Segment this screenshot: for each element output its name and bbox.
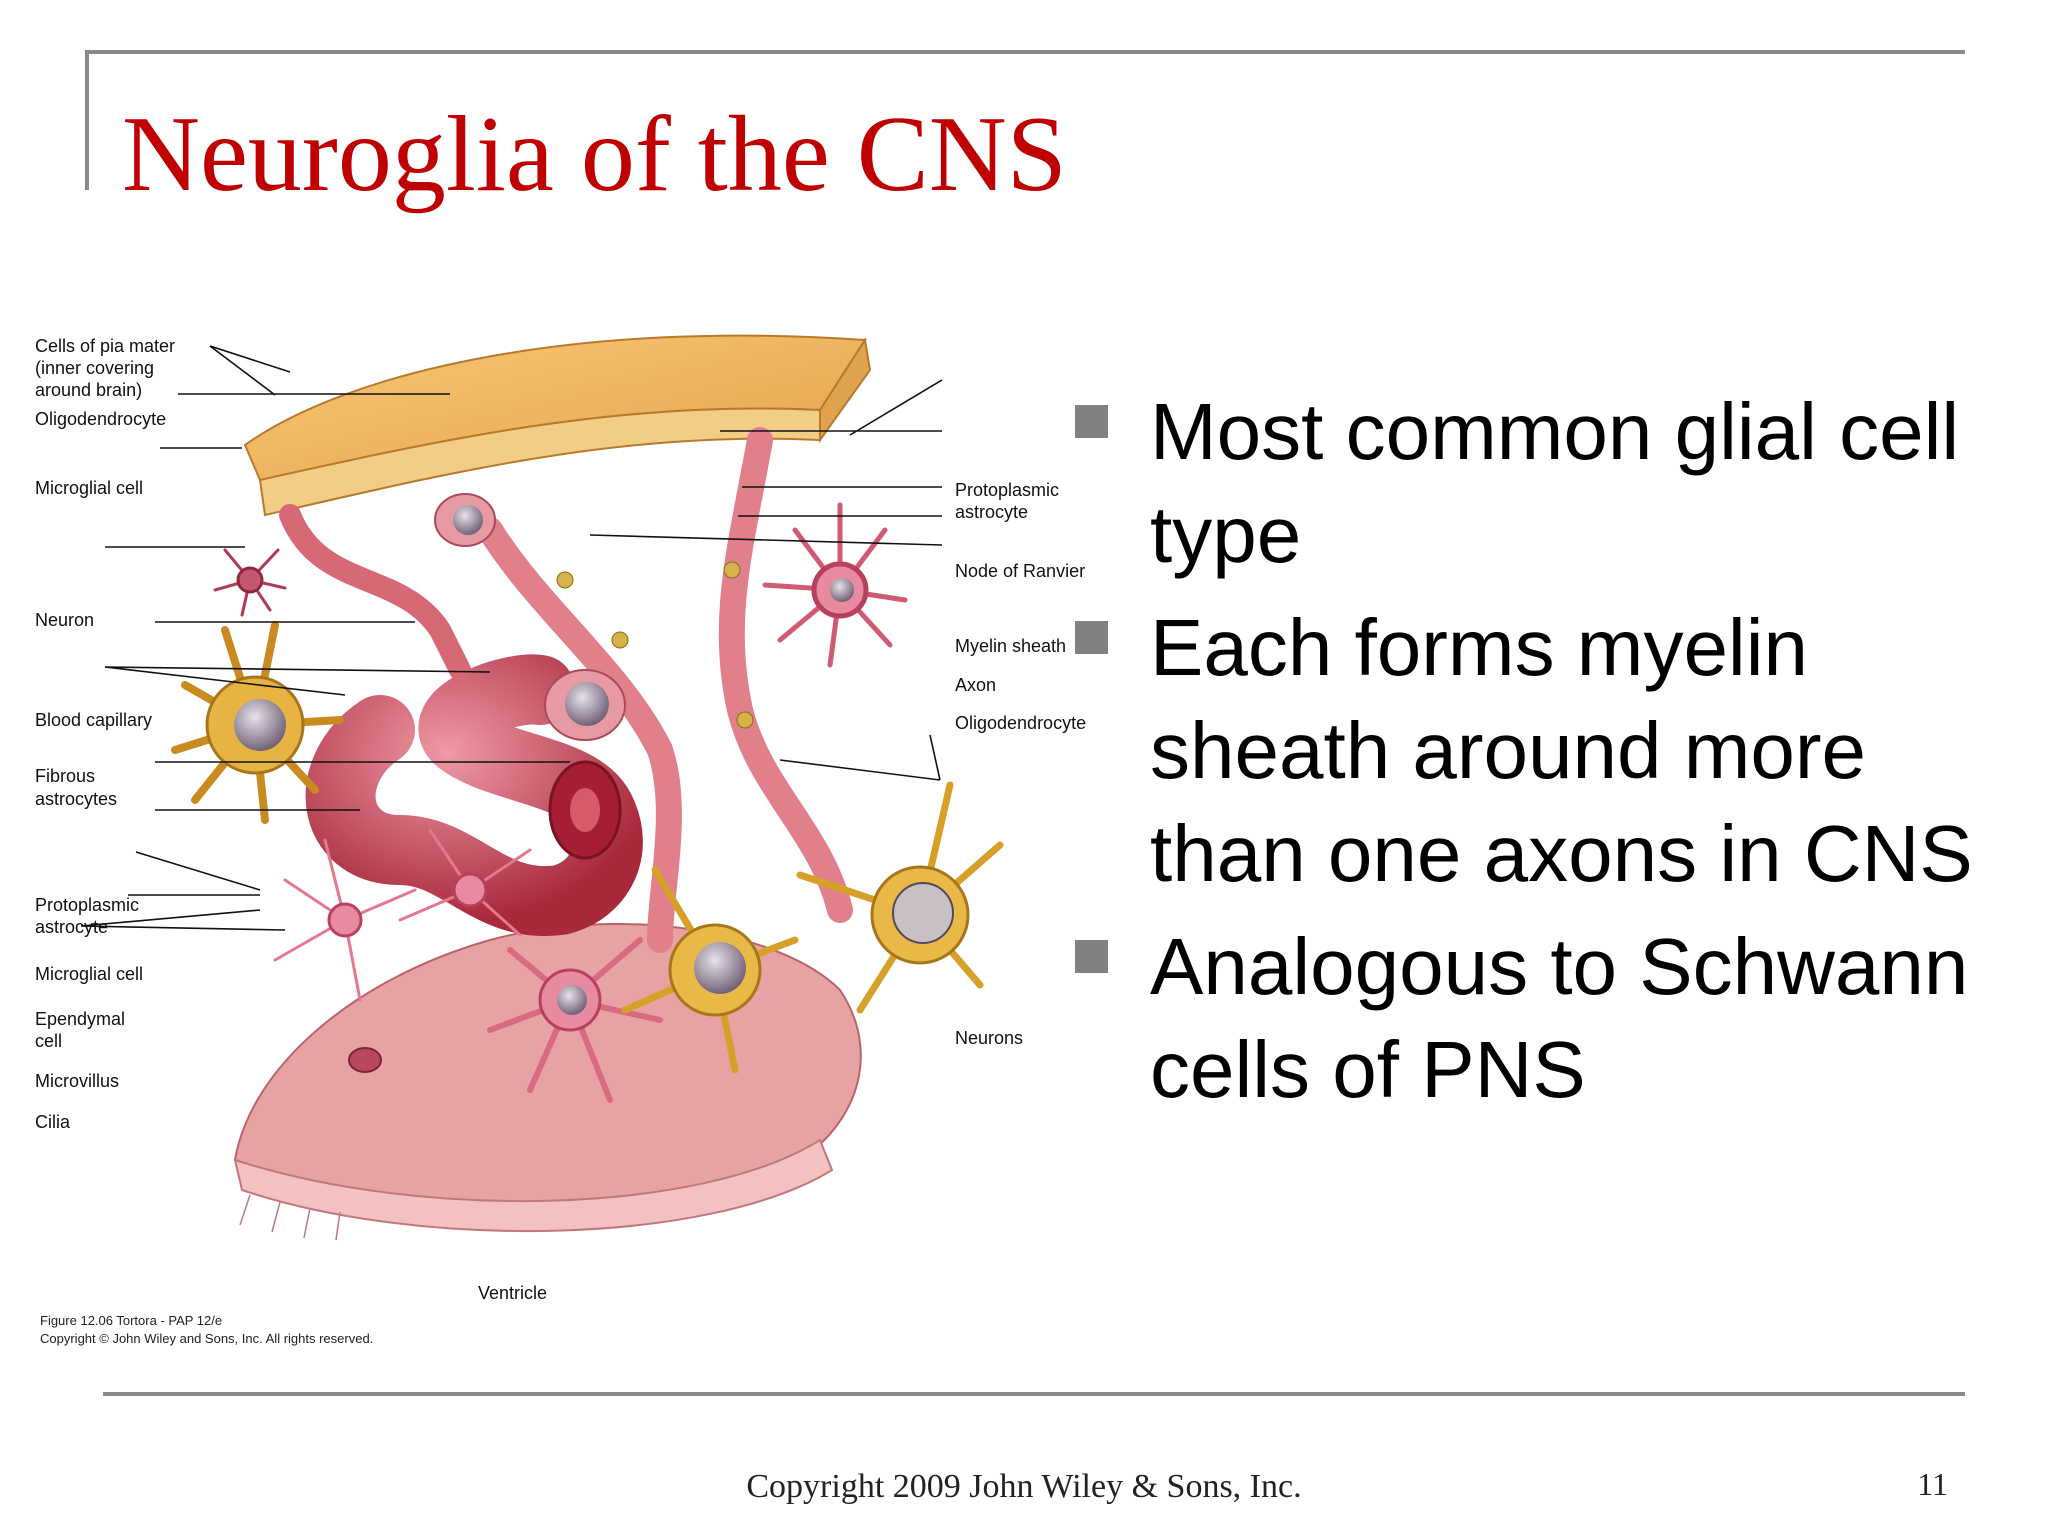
- label-astrocyte-left: astrocyte: [35, 917, 108, 937]
- label-ependymal: Ependymal: [35, 1009, 125, 1029]
- footer-copyright: Copyright 2009 John Wiley & Sons, Inc.: [746, 1468, 1302, 1505]
- fibrous-astrocytes: [273, 828, 532, 1002]
- slide-title: Neuroglia of the CNS: [122, 95, 1067, 214]
- blood-capillary: [305, 654, 643, 937]
- figure-credit-line-1: Figure 12.06 Tortora - PAP 12/e: [40, 1313, 222, 1328]
- axon-segment: [279, 504, 471, 681]
- oligodendrocyte-top: [434, 493, 496, 547]
- oligodendrocyte-center: [544, 669, 626, 741]
- label-oligodendrocyte-right: Oligodendrocyte: [955, 713, 1086, 733]
- label-astrocytes: astrocytes: [35, 789, 117, 809]
- label-oligodendrocyte-left: Oligodendrocyte: [35, 409, 166, 429]
- label-neurons: Neurons: [955, 1028, 1023, 1048]
- bullet-text: Each forms myelin sheath around more tha…: [1150, 603, 1973, 898]
- bullet-text: Analogous to Schwann cells of PNS: [1150, 922, 1969, 1114]
- frame-top-rule: [85, 50, 1965, 54]
- neuron-left: [171, 621, 344, 824]
- cilia: [239, 1194, 341, 1241]
- neuroglia-diagram: Cells of pia mater (inner covering aroun…: [35, 334, 1086, 1346]
- label-pia-mater-line-2: (inner covering: [35, 358, 154, 378]
- label-microglial-cell-lower: Microglial cell: [35, 964, 143, 984]
- label-myelin-sheath: Myelin sheath: [955, 636, 1066, 656]
- square-bullet-icon: [1075, 940, 1108, 973]
- protoplasmic-astrocyte-lower: [487, 937, 663, 1103]
- leader-protoplasmic-astrocyte-right: [849, 379, 943, 436]
- label-node-of-ranvier: Node of Ranvier: [955, 561, 1085, 581]
- bullet-item: Each forms myelin sheath around more tha…: [1075, 596, 1975, 905]
- label-microglial-cell-upper: Microglial cell: [35, 478, 143, 498]
- neuroglia-illustration: Cells of pia mater (inner covering aroun…: [20, 290, 1090, 1350]
- label-fibrous: Fibrous: [35, 766, 95, 786]
- square-bullet-icon: [1075, 405, 1108, 438]
- label-pia-mater-line-3: around brain): [35, 380, 142, 400]
- label-ependymal-cell: cell: [35, 1031, 62, 1051]
- bullet-list: Most common glial cell type Each forms m…: [1075, 380, 1975, 1131]
- leader-fibrous-astrocytes: [104, 666, 491, 696]
- label-microvillus: Microvillus: [35, 1071, 119, 1091]
- square-bullet-icon: [1075, 621, 1108, 654]
- pia-mater-side: [819, 337, 872, 444]
- label-blood-capillary: Blood capillary: [35, 710, 152, 730]
- label-pia-mater: Cells of pia mater: [35, 336, 175, 356]
- frame-left-rule: [85, 50, 89, 190]
- label-cilia: Cilia: [35, 1112, 71, 1132]
- leader-neurons: [779, 734, 941, 781]
- axon-segment: [718, 427, 853, 923]
- label-neuron: Neuron: [35, 610, 94, 630]
- label-astrocyte-right: astrocyte: [955, 502, 1028, 522]
- leader-oligodendrocyte-right: [589, 534, 943, 546]
- microglial-cell-upper: [213, 548, 287, 617]
- footer-rule: [103, 1392, 1965, 1396]
- label-protoplasmic-right: Protoplasmic: [955, 480, 1059, 500]
- neurons-right: [621, 781, 1004, 1074]
- bullet-item: Analogous to Schwann cells of PNS: [1075, 915, 1975, 1121]
- label-axon: Axon: [955, 675, 996, 695]
- leader-cilia: [80, 909, 286, 931]
- ependymal-layer: [233, 1138, 834, 1233]
- page-number: 11: [1917, 1466, 1948, 1502]
- label-protoplasmic-left: Protoplasmic: [35, 895, 139, 915]
- label-ventricle: Ventricle: [478, 1283, 547, 1303]
- figure-credit-line-2: Copyright © John Wiley and Sons, Inc. Al…: [40, 1331, 373, 1346]
- protoplasmic-astrocyte-upper: [762, 502, 908, 668]
- leader-pia-mater: [209, 345, 291, 396]
- leader-ependymal-cell: [135, 851, 261, 891]
- microglial-cell-lower: [348, 1047, 382, 1073]
- bullet-text: Most common glial cell type: [1150, 387, 1960, 579]
- bullet-item: Most common glial cell type: [1075, 380, 1975, 586]
